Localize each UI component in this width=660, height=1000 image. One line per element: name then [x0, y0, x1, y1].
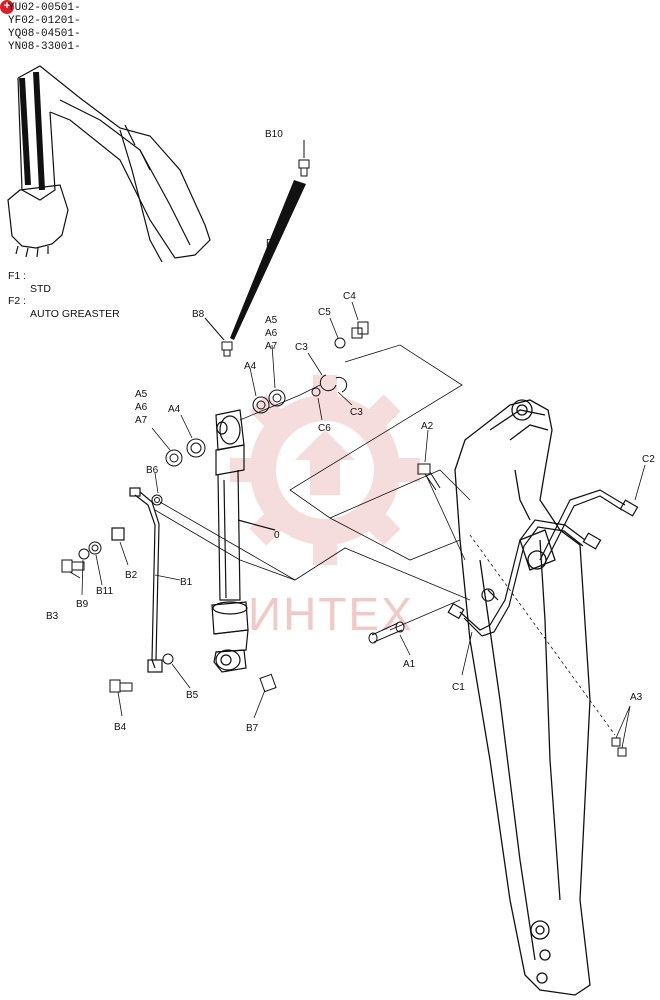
serial-number: YQ08-04501-: [8, 28, 81, 40]
grease-fitting-b8: [204, 317, 233, 357]
watermark-text: ИНТЕХ: [248, 588, 414, 640]
plus-badge-icon: +: [0, 0, 14, 14]
callout-label: B11: [96, 586, 113, 597]
callout-label: F2: [266, 238, 278, 249]
callout-label: A3: [630, 692, 643, 703]
serial-number: YF02-01201-: [8, 15, 81, 27]
callout-label: A1: [403, 659, 416, 670]
grease-fitting-b10: [298, 140, 310, 177]
callout-label: A4: [244, 361, 257, 372]
callout-label: C4: [343, 291, 356, 302]
callout-label: A7: [135, 415, 148, 426]
serial-number: YU02-00501-: [8, 2, 81, 14]
callout-label: B10: [265, 129, 283, 140]
callout-label: A7: [265, 341, 278, 352]
callout-label: A5: [135, 389, 148, 400]
callout-label: B5: [186, 690, 199, 701]
legend-f2-value: AUTO GREASTER: [30, 308, 120, 320]
watermark-logo: [230, 375, 420, 565]
excavator-thumbnail: [7, 65, 211, 263]
callout-label: A4: [168, 404, 181, 415]
callout-label: B7: [246, 723, 259, 734]
callout-label: 0: [274, 530, 280, 541]
serial-number: YN08-33001-: [8, 41, 81, 53]
callout-label: B6: [146, 465, 159, 476]
callout-label: C5: [318, 307, 331, 318]
arm-boom: [454, 399, 591, 996]
hydraulic-pipes: [447, 489, 639, 637]
legend-f2-label: F2 :: [8, 295, 27, 307]
callout-label: B8: [192, 309, 205, 320]
callout-label: B9: [76, 599, 89, 610]
leader-lines: [154, 344, 616, 736]
legend-f1-label: F1 :: [8, 270, 27, 282]
callout-label: A5: [265, 315, 278, 326]
callout-label: A2: [421, 421, 434, 432]
callout-label: C3: [295, 342, 308, 353]
callout-label: B2: [125, 570, 138, 581]
callout-label: B3: [46, 611, 59, 622]
callout-label: A6: [265, 328, 278, 339]
arm-cylinder: [211, 409, 276, 673]
fasteners: [61, 321, 627, 757]
grease-hose-line: [230, 180, 306, 340]
grease-tube-b1: [111, 487, 163, 673]
callout-label: B4: [114, 722, 127, 733]
callout-label: A6: [135, 402, 148, 413]
callout-label: C3: [350, 407, 363, 418]
callout-label: C1: [452, 682, 465, 693]
legend-f1-value: STD: [30, 283, 51, 295]
label-leaders: [69, 301, 646, 749]
callout-label: C2: [642, 454, 655, 465]
callout-label: C6: [318, 423, 331, 434]
callout-label: B1: [180, 577, 193, 588]
